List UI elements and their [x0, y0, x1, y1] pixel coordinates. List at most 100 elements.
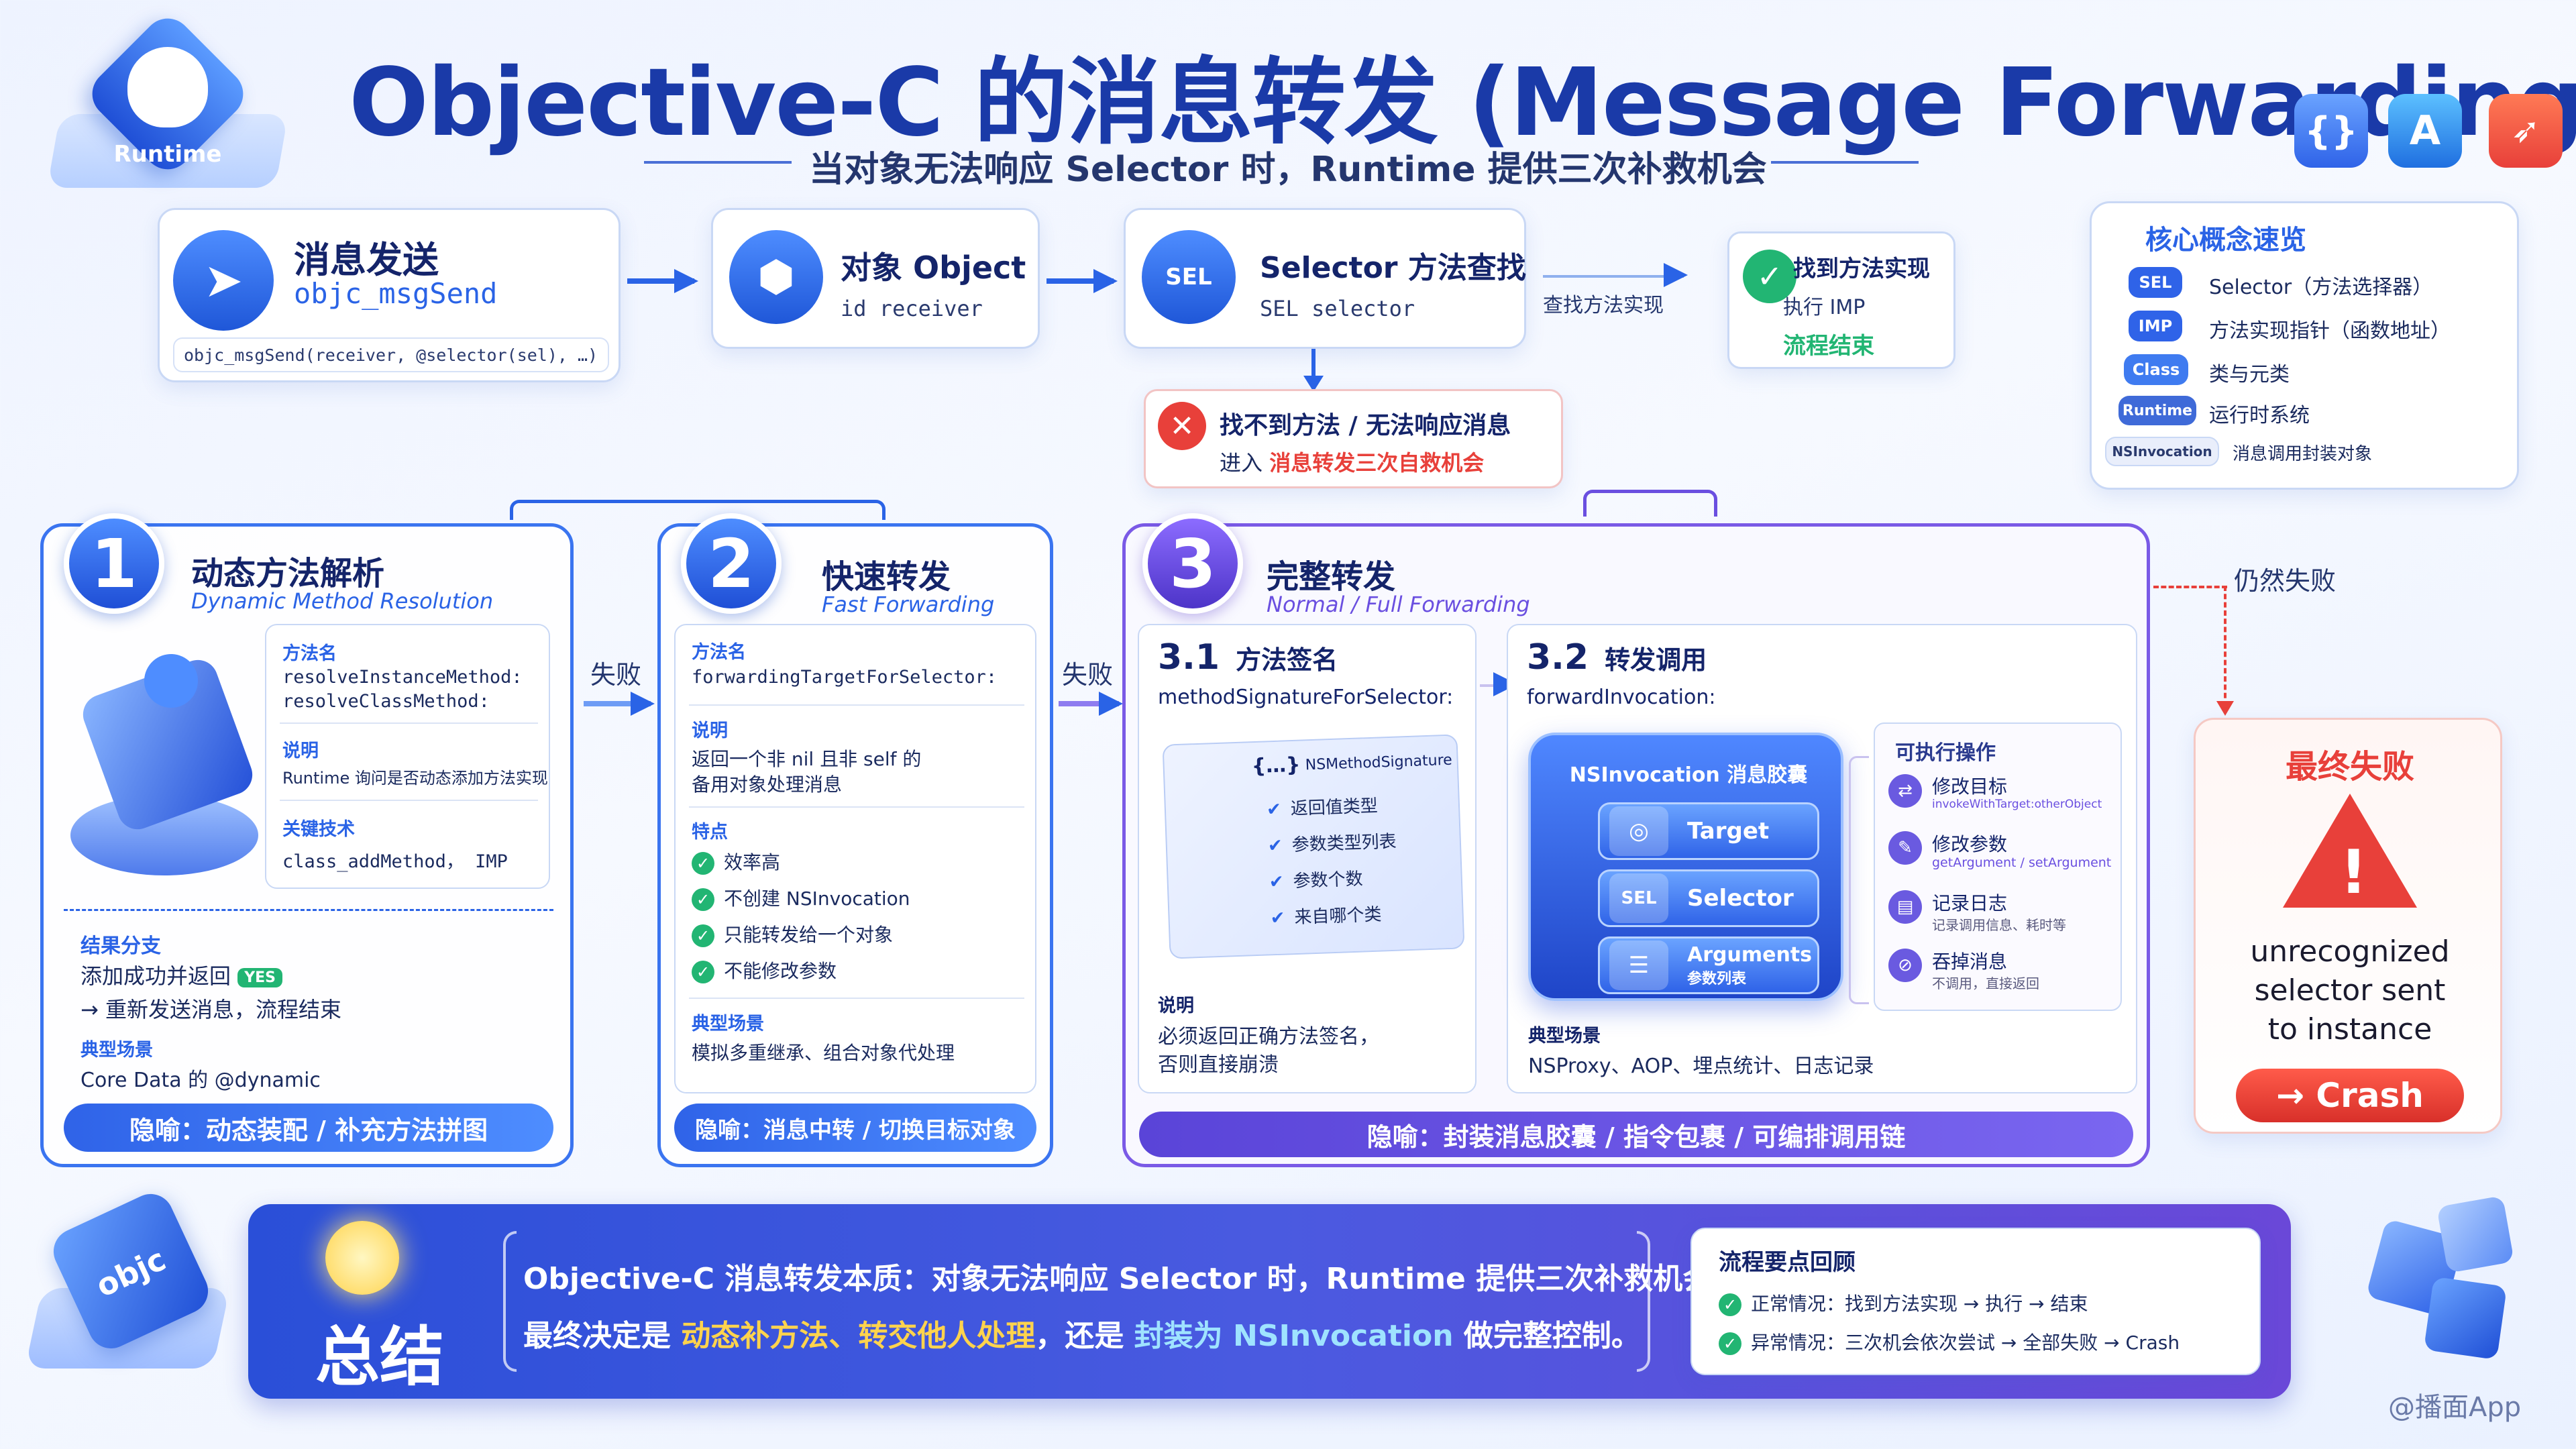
concept-tag: SEL	[2129, 267, 2182, 298]
stage1-branch-label: 结果分支	[80, 934, 161, 958]
stage3-2-method: forwardInvocation:	[1527, 686, 1716, 709]
stage1-tech: class_addMethod， IMP	[282, 851, 508, 872]
final-failure-card: 最终失败 ! unrecognized selector sent to ins…	[2194, 718, 2502, 1134]
runtime-badge-label: Runtime	[113, 141, 222, 168]
stage3-1-desc2: 否则直接崩溃	[1158, 1053, 1279, 1077]
signature-item: ✔来自哪个类	[1270, 904, 1382, 929]
stage1-method-label: 方法名	[282, 643, 337, 664]
object-card: ⬢ 对象 Object id receiver	[711, 208, 1040, 349]
braces-icon: {}	[2294, 94, 2368, 168]
op-sub: 不调用，直接返回	[1932, 975, 2039, 991]
stage1-number: 1	[64, 513, 164, 614]
selector-lookup-sub: SEL selector	[1260, 296, 1415, 321]
stage3-metaphor-bar: 隐喻：封装消息胶囊 / 指令包裹 / 可编排调用链	[1139, 1112, 2133, 1157]
stage2-scene: 模拟多重继承、组合对象代处理	[692, 1042, 955, 1064]
concept-text: 运行时系统	[2209, 404, 2310, 427]
stage2-method-label: 方法名	[692, 642, 746, 663]
ops-panel: 可执行操作 ⇄ 修改目标 invokeWithTarget:otherObjec…	[1874, 722, 2122, 1011]
message-send-func: objc_msgSend	[294, 277, 498, 310]
stage2-method: forwardingTargetForSelector:	[692, 667, 998, 688]
core-concepts-title: 核心概念速览	[2145, 225, 2306, 256]
page-subtitle: 当对象无法响应 Selector 时，Runtime 提供三次补救机会	[809, 150, 1767, 190]
stage1-info-card: 方法名 resolveInstanceMethod: resolveClassM…	[265, 624, 550, 889]
stage1-branch1: 添加成功并返回 YES	[80, 959, 282, 990]
op-title: 修改目标	[1932, 775, 2008, 798]
yes-badge: YES	[237, 967, 282, 987]
review-item: ✓异常情况：三次机会依次尝试 → 全部失败 → Crash	[1719, 1328, 2180, 1355]
target-icon: ◎	[1609, 806, 1668, 856]
op-title: 吞掉消息	[1932, 951, 2008, 973]
ops-title: 可执行操作	[1895, 741, 1996, 765]
swift-icon: ➶	[2489, 94, 2563, 168]
stage3-2-scene-label: 典型场景	[1528, 1026, 1601, 1046]
stage1-branch2: → 重新发送消息，流程结束	[80, 997, 341, 1022]
fail-label-1: 失败	[590, 660, 642, 690]
runtime-logo: Runtime	[27, 8, 309, 215]
watermark: @播面App	[2388, 1392, 2522, 1423]
object-title: 对象 Object	[841, 250, 1026, 286]
concept-tag: Runtime	[2118, 396, 2196, 425]
stage3-number: 3	[1142, 513, 1243, 614]
stage3-1-method: methodSignatureForSelector:	[1158, 686, 1454, 709]
op-title: 记录日志	[1932, 892, 2008, 914]
summary-label: 总结	[315, 1320, 444, 1395]
final-failure-title: 最终失败	[2285, 748, 2414, 786]
stage1-desc: Runtime 询问是否动态添加方法实现	[282, 769, 548, 788]
edit-args-icon: ✎	[1888, 831, 1922, 865]
found-card: ✓ 找到方法实现 执行 IMP 流程结束	[1727, 231, 1955, 369]
stage1-title: 动态方法解析	[191, 555, 385, 592]
signature-item: ✔返回值类型	[1266, 796, 1379, 820]
selector-lookup-title: Selector 方法查找	[1260, 251, 1526, 285]
method-signature-card: {…} NSMethodSignature ✔返回值类型 ✔参数类型列表 ✔参数…	[1162, 734, 1465, 959]
cubes-icon	[2348, 1187, 2536, 1375]
op-sub: 记录调用信息、耗时等	[1932, 917, 2066, 933]
object-sub: id receiver	[841, 296, 983, 321]
stage3-1-desc-label: 说明	[1158, 996, 1194, 1016]
stage3-title: 完整转发	[1267, 558, 1396, 596]
concept-text: 消息调用封装对象	[2233, 444, 2373, 464]
success-check-icon: ✓	[1743, 250, 1796, 303]
stage2-feature: ✓不能修改参数	[692, 957, 837, 983]
stage2-panel: 2 快速转发 Fast Forwarding 方法名 forwardingTar…	[657, 513, 1053, 1167]
objc-cube-icon: objc	[13, 1181, 241, 1402]
stage2-number: 2	[681, 513, 782, 614]
op-sub: getArgument / setArgument	[1932, 855, 2112, 870]
stage2-feature: ✓不创建 NSInvocation	[692, 884, 910, 911]
final-msg2: selector sent	[2254, 973, 2446, 1008]
stage2-desc-label: 说明	[692, 720, 728, 741]
braces-icon: {…}	[1251, 753, 1301, 779]
message-send-code: objc_msgSend(receiver, @selector(sel), ……	[173, 337, 609, 372]
signature-item: ✔参数个数	[1269, 869, 1364, 893]
flow-end-label: 流程结束	[1783, 333, 1874, 360]
stage1-desc-label: 说明	[282, 741, 319, 761]
summary-line1: Objective-C 消息转发本质：对象无法响应 Selector 时，Run…	[523, 1262, 1742, 1296]
stage2-desc1: 返回一个非 nil 且非 self 的	[692, 748, 922, 770]
stage2-subtitle: Fast Forwarding	[822, 592, 995, 617]
page-title: Objective-C 的消息转发 (Message Forwarding)?	[349, 48, 2576, 158]
stage2-feature: ✓效率高	[692, 848, 780, 875]
concept-tag: Class	[2124, 354, 2188, 385]
final-msg3: to instance	[2267, 1012, 2432, 1046]
stage2-title: 快速转发	[822, 558, 951, 596]
op-sub: invokeWithTarget:otherObject	[1932, 798, 2102, 811]
cube-icon: ⬢	[729, 230, 823, 324]
stage1-method1: resolveInstanceMethod:	[282, 667, 523, 688]
stage3-1-desc1: 必须返回正确方法签名，	[1158, 1025, 1379, 1049]
summary-line2: 最终决定是 动态补方法、转交他人处理，还是 封装为 NSInvocation 做…	[523, 1319, 1641, 1353]
final-msg1: unrecognized	[2250, 934, 2450, 969]
list-icon: ☰	[1609, 941, 1668, 990]
stage2-metaphor-bar: 隐喻：消息中转 / 切换目标对象	[674, 1104, 1036, 1152]
review-card: 流程要点回顾 ✓正常情况：找到方法实现 → 执行 → 结束 ✓异常情况：三次机会…	[1690, 1228, 2261, 1375]
message-send-card: ➤ 消息发送 objc_msgSend objc_msgSend(receive…	[158, 208, 621, 382]
stage1-subtitle: Dynamic Method Resolution	[191, 588, 494, 614]
still-fail-label: 仍然失败	[2234, 566, 2337, 596]
sel-icon: SEL	[1609, 873, 1668, 923]
warning-icon	[2283, 794, 2417, 908]
